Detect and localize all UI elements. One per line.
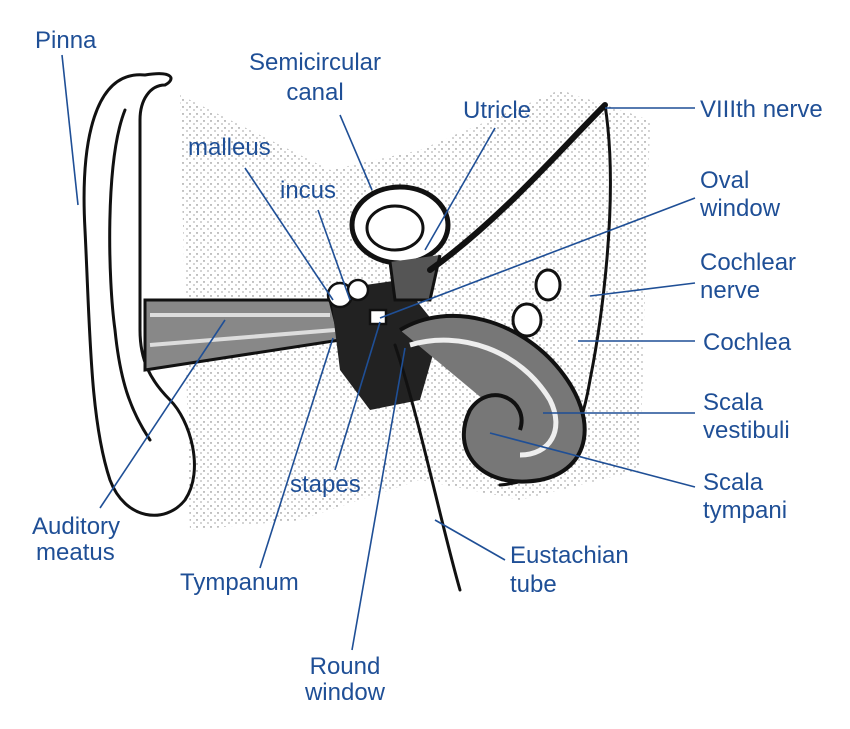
semicircular-canal-inner xyxy=(365,204,425,252)
eustachian-tube-shape xyxy=(393,343,462,592)
label-utricle: Utricle xyxy=(463,97,531,124)
middle-ear-cavity xyxy=(330,280,440,410)
label-round-window-1: Round xyxy=(310,653,381,680)
incus-bone xyxy=(346,278,370,302)
label-eustachian-tube-2: tube xyxy=(510,571,557,598)
pinna-shape xyxy=(82,72,196,517)
label-round-window-2: window xyxy=(304,679,386,706)
cochlea-section-2 xyxy=(511,302,543,338)
label-malleus: malleus xyxy=(188,134,271,161)
canal-highlight xyxy=(149,313,336,347)
viiith-nerve-shape xyxy=(427,102,608,273)
label-cochlear-nerve-1: Cochlear xyxy=(700,249,796,276)
label-scala-vestibuli-2: vestibuli xyxy=(703,417,790,444)
label-stapes: stapes xyxy=(290,471,361,498)
label-auditory-meatus-2: meatus xyxy=(36,539,115,566)
label-semicircular-canal-2: canal xyxy=(286,79,343,106)
label-viiith-nerve: VIIIth nerve xyxy=(700,96,823,123)
label-eustachian-tube-1: Eustachian xyxy=(510,542,629,569)
utricle-shape xyxy=(388,254,442,302)
cochlea-section-1 xyxy=(534,268,562,302)
leader-lines xyxy=(61,54,696,651)
label-auditory-meatus-1: Auditory xyxy=(32,513,120,540)
pinna-inner-fold xyxy=(108,108,152,442)
stapes-bone xyxy=(368,308,388,326)
label-cochlear-nerve-2: nerve xyxy=(700,277,760,304)
label-scala-vestibuli-1: Scala xyxy=(703,389,764,416)
label-semicircular-canal-1: Semicircular xyxy=(249,49,381,76)
label-cochlea: Cochlea xyxy=(703,329,792,356)
label-oval-window-1: Oval xyxy=(700,167,749,194)
label-scala-tympani-2: tympani xyxy=(703,497,787,524)
cochlea-shape xyxy=(398,314,587,484)
label-pinna: Pinna xyxy=(35,27,97,54)
label-tympanum: Tympanum xyxy=(180,569,299,596)
label-scala-tympani-1: Scala xyxy=(703,469,764,496)
label-oval-window-2: window xyxy=(699,195,781,222)
label-incus: incus xyxy=(280,177,336,204)
scala-vestibuli-shape xyxy=(409,337,559,458)
